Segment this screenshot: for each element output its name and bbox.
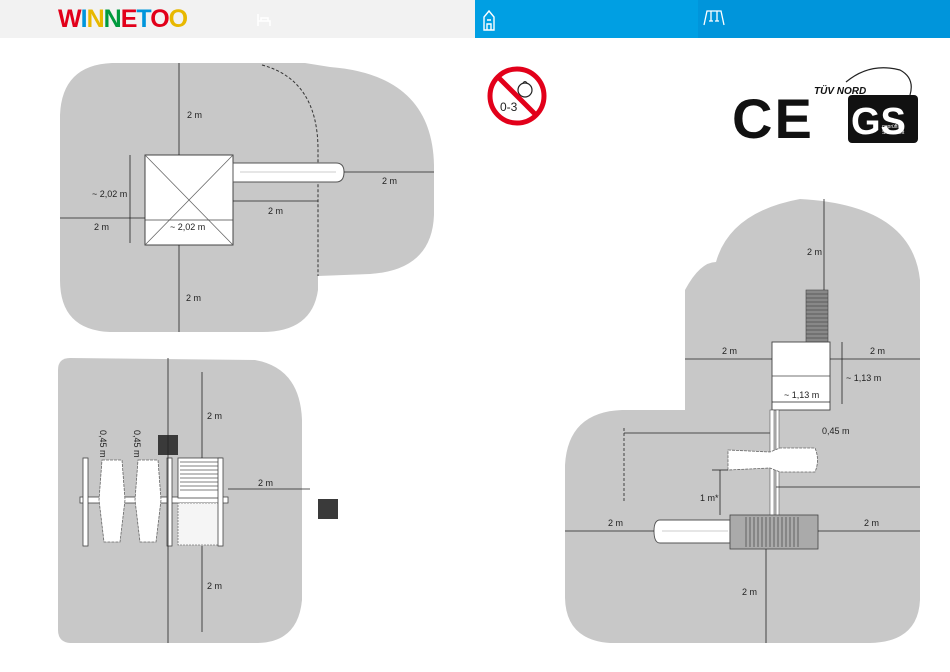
ce-mark: CE (732, 87, 814, 150)
dim-label: 2 m (742, 587, 757, 597)
dim-label: 0,45 m (132, 430, 142, 458)
dim-label: ~ 2,02 m (92, 189, 127, 199)
gs-caption: Sicherheit (882, 130, 905, 136)
dim-label: 0,45 m (98, 430, 108, 458)
right-plan: 2 m 2 m 2 m ~ 1,13 m ~ 1,13 m 0,45 m 1 m… (565, 199, 920, 643)
dim-label: 0,45 m (822, 426, 850, 436)
dim-label: 2 m (722, 346, 737, 356)
age-warning-text: 0-3 (500, 100, 518, 114)
marker-square (318, 499, 338, 519)
safety-zone-right (565, 199, 920, 643)
bottom-left-elevation: 0,45 m 0,45 m 2 m 2 m 2 m (58, 358, 338, 643)
dim-label: ~ 1,13 m (784, 390, 819, 400)
dim-label: 2 m (807, 247, 822, 257)
dim-label: 2 m (94, 222, 109, 232)
dim-label: 2 m (207, 581, 222, 591)
dim-label: 2 m (186, 293, 201, 303)
dim-label: 2 m (382, 176, 397, 186)
dim-label: 2 m (187, 110, 202, 120)
slide-top-left (233, 163, 344, 182)
age-warning-icon: 0-3 (490, 69, 544, 123)
dim-label: 2 m (207, 411, 222, 421)
ce-text: CE (732, 87, 814, 150)
dim-label: 1 m* (700, 493, 719, 503)
dim-label: 2 m (864, 518, 879, 528)
dim-label: 2 m (268, 206, 283, 216)
dim-label: 2 m (870, 346, 885, 356)
dim-label: ~ 2,02 m (170, 222, 205, 232)
dim-label: ~ 1,13 m (846, 373, 881, 383)
dim-label: 2 m (608, 518, 623, 528)
gs-text: GS (851, 101, 906, 143)
gs-mark: TÜV NORD GS geprüfte Sicherheit (814, 68, 918, 143)
dim-label: 2 m (258, 478, 273, 488)
top-left-plan: 2 m ~ 2,02 m 2 m ~ 2,02 m 2 m 2 m 2 m (60, 63, 434, 332)
